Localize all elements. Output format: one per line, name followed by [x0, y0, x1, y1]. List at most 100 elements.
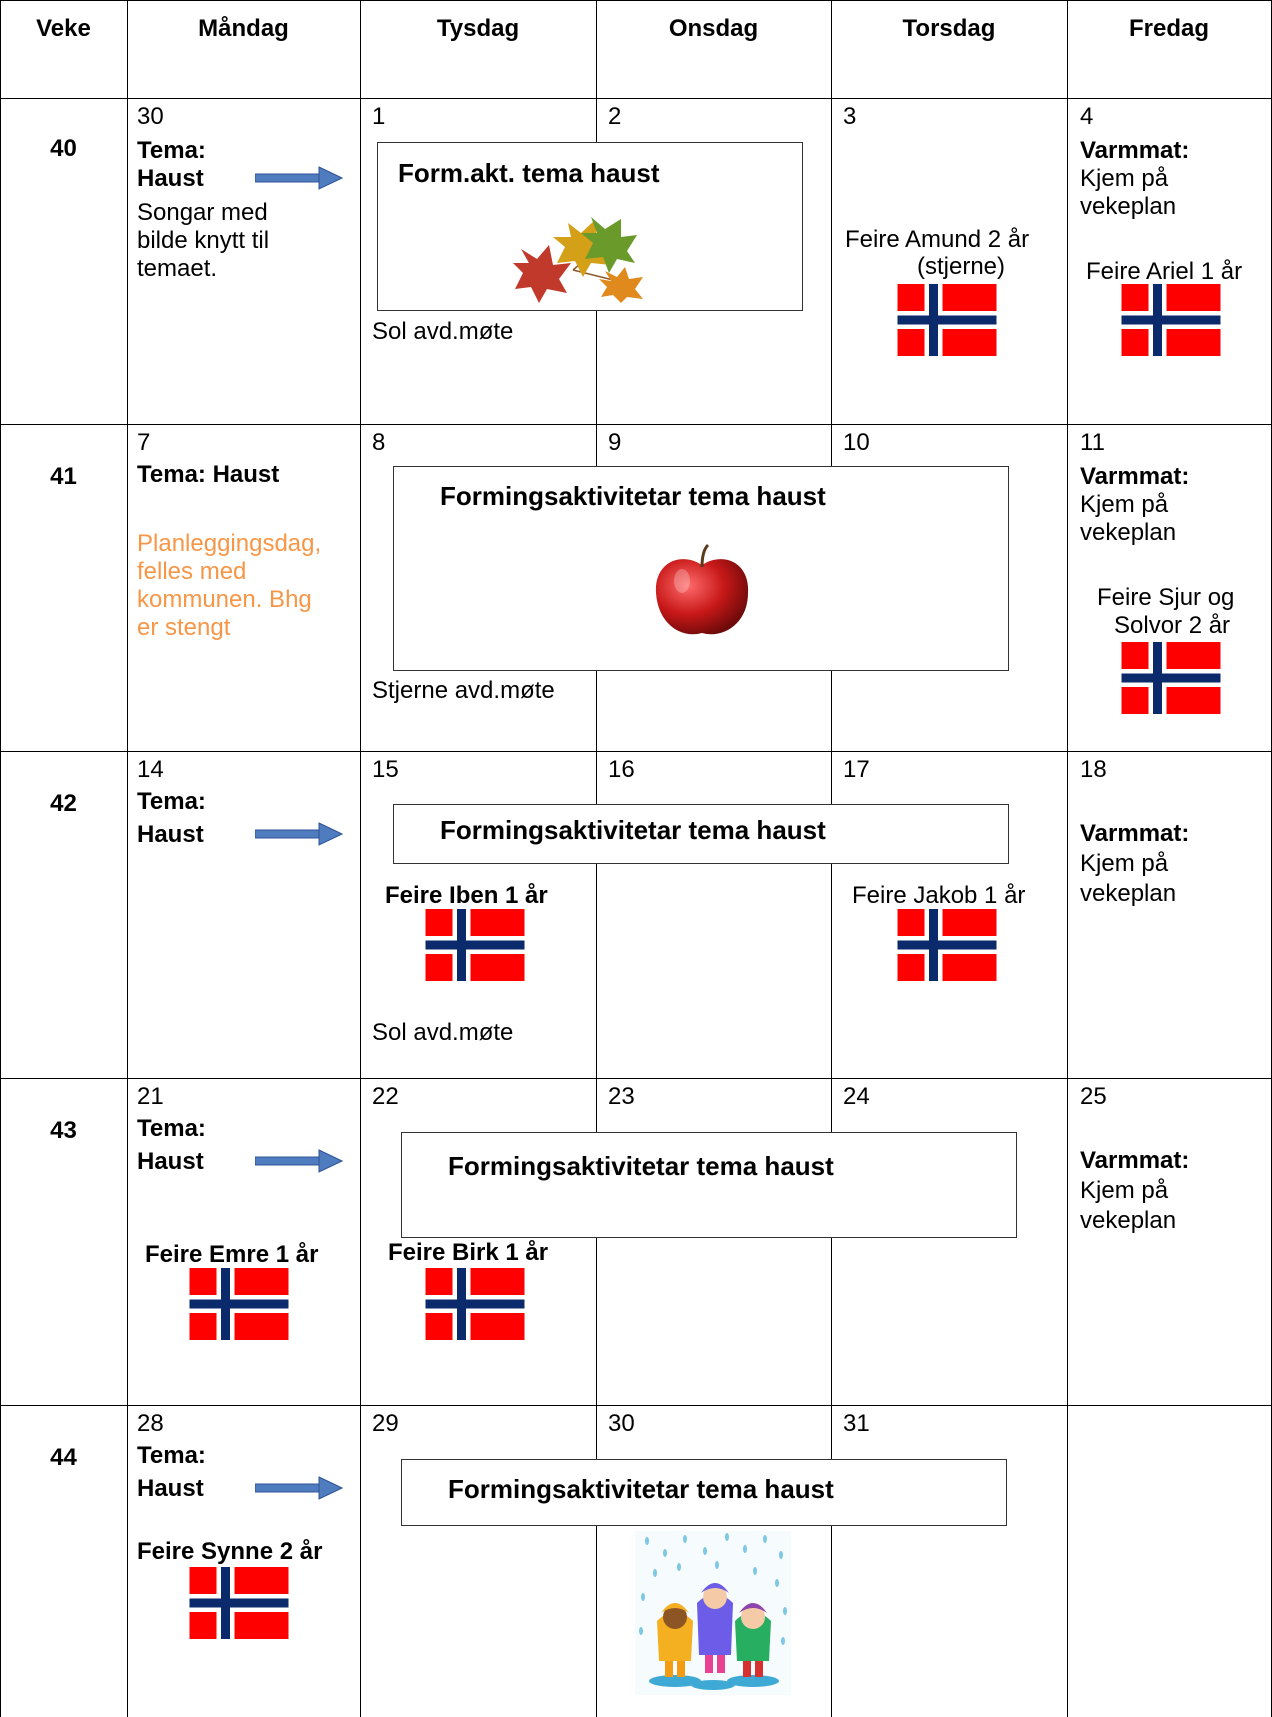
week-number: 40: [50, 135, 77, 162]
grid-line: [0, 0, 1272, 1]
date-wednesday: 2: [608, 103, 622, 130]
planning-day-note: felles med: [137, 558, 247, 585]
celebration-text: Solvor 2 år: [1114, 612, 1231, 639]
date-thursday: 17: [843, 756, 870, 783]
celebration-text: Feire Sjur og: [1097, 584, 1235, 611]
meeting-note: Sol avd.møte: [372, 318, 514, 345]
monday-note: temaet.: [137, 255, 218, 282]
date-tuesday: 15: [372, 756, 399, 783]
date-monday: 21: [137, 1083, 164, 1110]
week-number: 42: [50, 790, 77, 817]
meeting-note: Stjerne avd.møte: [372, 677, 555, 704]
friday-line: vekeplan: [1080, 519, 1177, 546]
header-thursday: Torsdag: [902, 15, 996, 42]
header-wednesday: Onsdag: [668, 15, 759, 42]
grid-line: [0, 1078, 1272, 1079]
header-monday: Måndag: [198, 15, 289, 42]
theme-label: Tema: Haust: [137, 461, 280, 488]
grid-line: [127, 0, 128, 1717]
week-number: 43: [50, 1117, 77, 1144]
friday-title: Varmmat:: [1080, 137, 1190, 164]
celebration-text: Feire Ariel 1 år: [1086, 258, 1243, 285]
activity-title: Formingsaktivitetar tema haust: [440, 481, 826, 511]
celebration-text: Feire Amund 2 år: [845, 226, 1030, 253]
date-monday: 30: [137, 103, 164, 130]
grid-line: [1067, 0, 1068, 1717]
theme-name: Haust: [137, 821, 204, 848]
week-number: 44: [50, 1444, 77, 1471]
friday-line: Kjem på: [1080, 491, 1169, 518]
arrow-right-icon: [255, 822, 343, 846]
celebration-text: Feire Iben 1 år: [385, 882, 548, 909]
activity-box: [377, 142, 803, 311]
header-week: Veke: [36, 15, 91, 42]
date-monday: 28: [137, 1410, 164, 1437]
activity-box: [393, 804, 1009, 864]
date-friday: 11: [1080, 429, 1105, 456]
date-wednesday: 9: [608, 429, 622, 456]
norwegian-flag-icon: [421, 909, 529, 981]
monday-note: Songar med: [137, 199, 268, 226]
friday-line: Kjem på: [1080, 1177, 1169, 1204]
norwegian-flag-icon: [893, 909, 1001, 981]
date-friday: 4: [1080, 103, 1094, 130]
norwegian-flag-icon: [185, 1268, 293, 1340]
activity-box: [401, 1132, 1017, 1238]
grid-line: [0, 424, 1272, 425]
celebration-text: Feire Jakob 1 år: [852, 882, 1026, 909]
date-thursday: 3: [843, 103, 857, 130]
grid-line: [0, 751, 1272, 752]
meeting-note: Sol avd.møte: [372, 1019, 514, 1046]
week-number: 41: [50, 463, 77, 490]
theme-name: Haust: [137, 1475, 204, 1502]
activity-box: [401, 1459, 1007, 1526]
arrow-right-icon: [255, 166, 343, 190]
friday-line: vekeplan: [1080, 880, 1177, 907]
arrow-right-icon: [255, 1476, 343, 1500]
friday-line: vekeplan: [1080, 193, 1177, 220]
date-tuesday: 8: [372, 429, 386, 456]
celebration-text: Feire Birk 1 år: [388, 1239, 549, 1266]
planning-day-note: kommunen. Bhg: [137, 586, 312, 613]
header-friday: Fredag: [1128, 15, 1209, 42]
date-thursday: 10: [843, 429, 870, 456]
arrow-right-icon: [255, 1149, 343, 1173]
norwegian-flag-icon: [185, 1567, 293, 1639]
theme-label: Tema:: [137, 137, 206, 164]
celebration-text: Feire Emre 1 år: [145, 1241, 319, 1268]
friday-line: vekeplan: [1080, 1207, 1177, 1234]
friday-title: Varmmat:: [1080, 463, 1190, 490]
red-apple-icon: [655, 543, 749, 635]
date-tuesday: 29: [372, 1410, 399, 1437]
monday-note: bilde knytt til: [137, 227, 270, 254]
date-thursday: 24: [843, 1083, 870, 1110]
norwegian-flag-icon: [1117, 642, 1225, 714]
friday-title: Varmmat:: [1080, 820, 1190, 847]
header-tuesday: Tysdag: [436, 15, 520, 42]
planning-day-note: er stengt: [137, 614, 231, 641]
date-wednesday: 16: [608, 756, 635, 783]
date-wednesday: 30: [608, 1410, 635, 1437]
date-friday: 25: [1080, 1083, 1107, 1110]
friday-title: Varmmat:: [1080, 1147, 1190, 1174]
date-thursday: 31: [843, 1410, 870, 1437]
date-tuesday: 1: [372, 103, 386, 130]
planning-day-note: Planleggingsdag,: [137, 530, 322, 557]
celebration-text: (stjerne): [917, 253, 1006, 280]
norwegian-flag-icon: [1117, 284, 1225, 356]
activity-title: Formingsaktivitetar tema haust: [440, 815, 826, 845]
date-monday: 14: [137, 756, 164, 783]
date-wednesday: 23: [608, 1083, 635, 1110]
norwegian-flag-icon: [893, 284, 1001, 356]
norwegian-flag-icon: [421, 1268, 529, 1340]
grid-line: [0, 1405, 1272, 1406]
kids-in-rain-icon: [635, 1531, 791, 1695]
theme-name: Haust: [137, 165, 204, 192]
friday-line: Kjem på: [1080, 165, 1169, 192]
date-friday: 18: [1080, 756, 1107, 783]
theme-name: Haust: [137, 1148, 204, 1175]
grid-line: [0, 98, 1272, 99]
grid-line: [0, 0, 1, 1717]
celebration-text: Feire Synne 2 år: [137, 1538, 323, 1565]
